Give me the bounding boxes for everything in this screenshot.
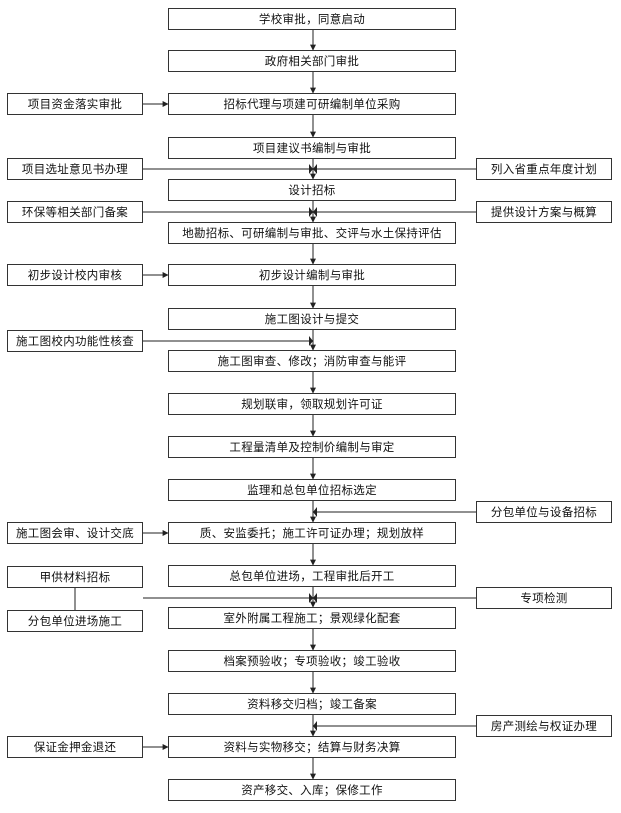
step-school-approval: 学校审批，同意启动 (168, 8, 456, 30)
right-sub-bidding: 分包单位与设备招标 (476, 501, 612, 523)
right-design-plan: 提供设计方案与概算 (476, 201, 612, 223)
step-construction-drawing: 施工图设计与提交 (168, 308, 456, 330)
left-site-opinion: 项目选址意见书办理 (7, 158, 143, 180)
step-planning-permit: 规划联审，领取规划许可证 (168, 393, 456, 415)
step-archive-filing: 资料移交归档；竣工备案 (168, 693, 456, 715)
left-prelim-review: 初步设计校内审核 (7, 264, 143, 286)
left-env-filing: 环保等相关部门备案 (7, 201, 143, 223)
arrowhead (313, 721, 317, 731)
step-drawing-review: 施工图审查、修改；消防审查与能评 (168, 350, 456, 372)
arrowhead (313, 164, 317, 174)
step-handover-settlement: 资料与实物移交；结算与财务决算 (168, 736, 456, 758)
left-joint-review: 施工图会审、设计交底 (7, 522, 143, 544)
step-acceptance: 档案预验收；专项验收；竣工验收 (168, 650, 456, 672)
left-deposit-refund: 保证金押金退还 (7, 736, 143, 758)
step-asset-transfer: 资产移交、入库；保修工作 (168, 779, 456, 801)
step-preliminary-design: 初步设计编制与审批 (168, 264, 456, 286)
arrowhead (309, 336, 313, 346)
left-function-check: 施工图校内功能性核查 (7, 330, 143, 352)
arrowhead (309, 593, 313, 603)
arrowhead (309, 207, 313, 217)
right-property-survey: 房产测绘与权证办理 (476, 715, 612, 737)
step-design-bidding: 设计招标 (168, 179, 456, 201)
right-special-test: 专项检测 (476, 587, 612, 609)
left-subcontract-entry: 分包单位进场施工 (7, 610, 143, 632)
step-agency-procurement: 招标代理与项建可研编制单位采购 (168, 93, 456, 115)
arrowhead (313, 507, 317, 517)
step-bill-of-quantities: 工程量清单及控制价编制与审定 (168, 436, 456, 458)
left-funding-approval: 项目资金落实审批 (7, 93, 143, 115)
left-material-bidding: 甲供材料招标 (7, 566, 143, 588)
step-construction-start: 总包单位进场，工程审批后开工 (168, 565, 456, 587)
step-supervision-bidding: 监理和总包单位招标选定 (168, 479, 456, 501)
step-survey-feasibility: 地勘招标、可研编制与审批、交评与水土保持评估 (168, 222, 456, 244)
arrowhead (313, 207, 317, 217)
step-outdoor-works: 室外附属工程施工；景观绿化配套 (168, 607, 456, 629)
step-construction-permit: 质、安监委托；施工许可证办理；规划放样 (168, 522, 456, 544)
step-proposal: 项目建议书编制与审批 (168, 137, 456, 159)
arrowhead (313, 593, 317, 603)
step-government-approval: 政府相关部门审批 (168, 50, 456, 72)
right-annual-plan: 列入省重点年度计划 (476, 158, 612, 180)
arrowhead (309, 164, 313, 174)
